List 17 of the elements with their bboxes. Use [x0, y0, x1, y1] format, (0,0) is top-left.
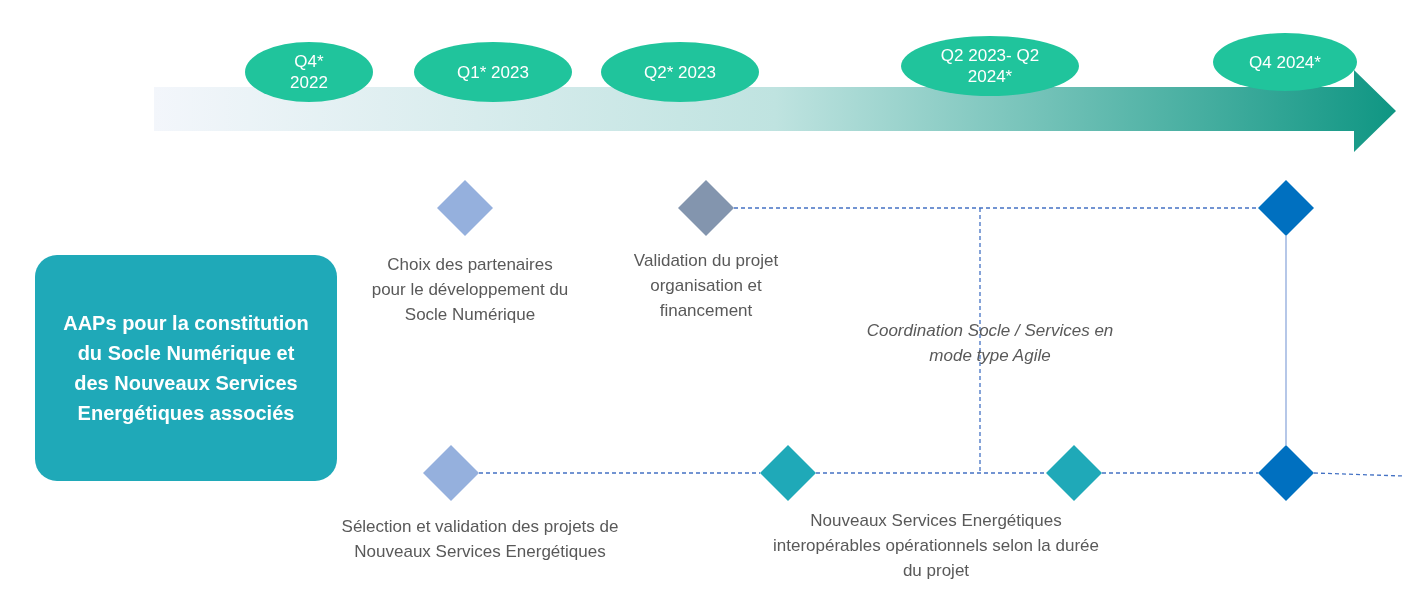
note-text: Coordination Socle / Services en mode type Agile — [865, 320, 1115, 367]
date-oval: Q2* 2023 — [601, 42, 759, 102]
milestone-caption: Nouveaux Services Energétiques interopérables opérationnels selon la durée du projet — [771, 510, 1101, 582]
connector-line — [1285, 235, 1287, 446]
date-oval: Q2 2023- Q2 2024* — [901, 36, 1079, 96]
date-oval: Q1* 2023 — [414, 42, 572, 102]
connector-line — [733, 207, 1259, 209]
connector-line — [815, 472, 1047, 474]
milestone-caption: Sélection et validation des projets de Nouveaux Services Energétiques — [340, 516, 620, 563]
connector-line — [478, 472, 761, 474]
connector-line — [1101, 472, 1259, 474]
title-box: AAPs pour la constitution du Socle Numérique et des Nouveaux Services Energétiques associés — [35, 255, 337, 481]
milestone-caption: Validation du projet organisation et financement — [632, 250, 780, 322]
date-oval: Q4* 2022 — [245, 42, 373, 102]
connector-line — [1313, 472, 1403, 477]
date-oval: Q4 2024* — [1213, 33, 1357, 91]
milestone-caption: Choix des partenaires pour le développement du Socle Numérique — [370, 254, 570, 326]
